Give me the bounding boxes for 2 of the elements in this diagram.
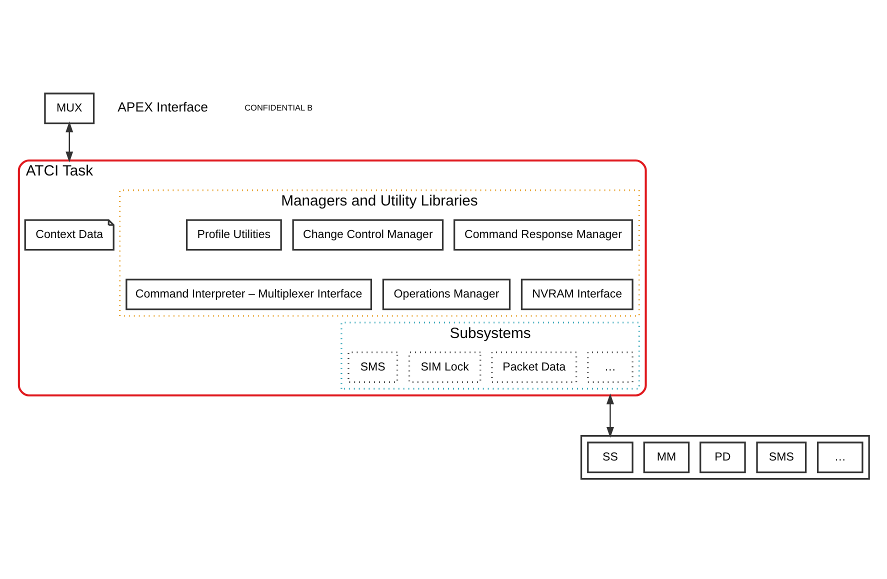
label: CONFIDENTIAL B bbox=[244, 103, 312, 112]
label: APEX Interface bbox=[117, 100, 208, 115]
